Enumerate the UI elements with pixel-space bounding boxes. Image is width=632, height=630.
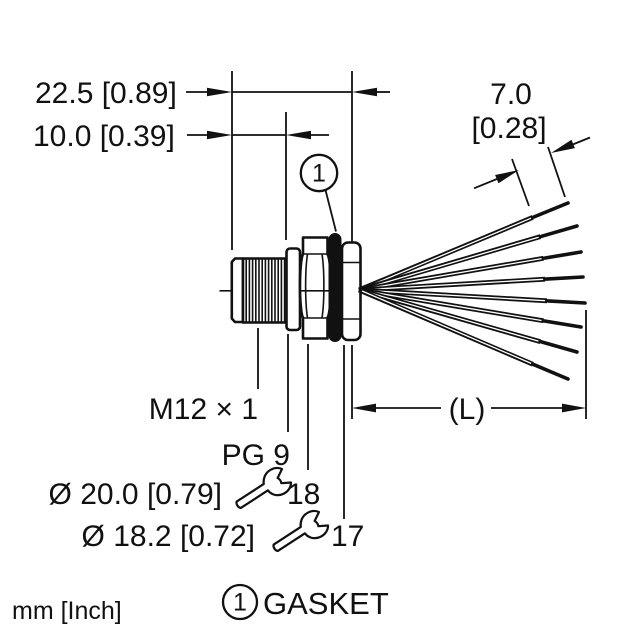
- arrowhead: [495, 170, 519, 184]
- hex-facet-curves: [304, 253, 325, 319]
- rear-locknut: [340, 241, 362, 342]
- dimension-strip-length-inch-label: [0.28]: [471, 112, 546, 145]
- legend: mm [Inch] 1 GASKET: [12, 583, 389, 625]
- dimension-cable-length: (L): [352, 393, 586, 426]
- flange-diameter-label: Ø 20.0 [0.79]: [49, 478, 222, 511]
- callout-circle: [299, 153, 339, 193]
- legend-item-circle: [221, 583, 259, 621]
- label-leader-lines: [257, 328, 345, 519]
- callout-number: 1: [312, 160, 326, 188]
- wrench-size-18-label: 18: [287, 478, 320, 511]
- hex-flange-nut: [298, 236, 333, 340]
- legend-item-number: 1: [233, 589, 247, 617]
- dimension-thread-length: 10.0 [0.39]: [33, 120, 329, 153]
- dim-tick: [511, 158, 530, 207]
- thread-hatching: [245, 259, 286, 322]
- arrowhead: [562, 403, 586, 413]
- dim-tick: [547, 146, 566, 198]
- dimension-overall-length: 22.5 [0.89]: [35, 77, 390, 110]
- callout-gasket: 1: [299, 153, 339, 232]
- arrowhead: [207, 130, 232, 140]
- wire: [358, 250, 583, 293]
- dimension-strip-length-label: 7.0: [490, 78, 532, 111]
- wire: [358, 287, 570, 381]
- callout-leader-line: [324, 189, 337, 232]
- labels: M12 × 1 PG 9 Ø 20.0 [0.79] 18 Ø 18.2 [0.…: [49, 393, 365, 553]
- arrowhead: [286, 130, 311, 140]
- wire: [358, 287, 587, 305]
- gasket: [328, 233, 342, 342]
- wire-fan: [358, 201, 587, 381]
- mounting-thread-label: PG 9: [222, 439, 290, 472]
- wire: [358, 224, 579, 293]
- wire: [358, 201, 570, 293]
- arrowhead: [352, 87, 377, 97]
- units-note: mm [Inch]: [12, 597, 122, 625]
- locknut-facet-lines: [342, 261, 360, 320]
- wire: [358, 275, 585, 293]
- dimension-cable-length-label: (L): [449, 393, 486, 426]
- wrench-size-17-label: 17: [331, 520, 364, 553]
- washer: [285, 247, 302, 332]
- legend-item-label: GASKET: [263, 586, 389, 621]
- gasket-diameter-label: Ø 18.2 [0.72]: [82, 520, 255, 553]
- wire: [358, 287, 579, 354]
- arrowhead: [352, 403, 376, 413]
- dimension-strip-length: 7.0 [0.28]: [471, 78, 591, 207]
- arrowhead: [551, 139, 575, 153]
- thread-spec-label: M12 × 1: [149, 393, 258, 426]
- wire: [358, 287, 583, 329]
- dimension-overall-length-label: 22.5 [0.89]: [35, 77, 177, 110]
- dimension-thread-length-label: 10.0 [0.39]: [33, 120, 175, 153]
- arrowhead: [207, 87, 232, 97]
- extension-lines: [231, 71, 587, 419]
- wrench-icon: [272, 509, 330, 553]
- wrench-icon: [235, 466, 293, 510]
- connector-front-face: [230, 257, 245, 324]
